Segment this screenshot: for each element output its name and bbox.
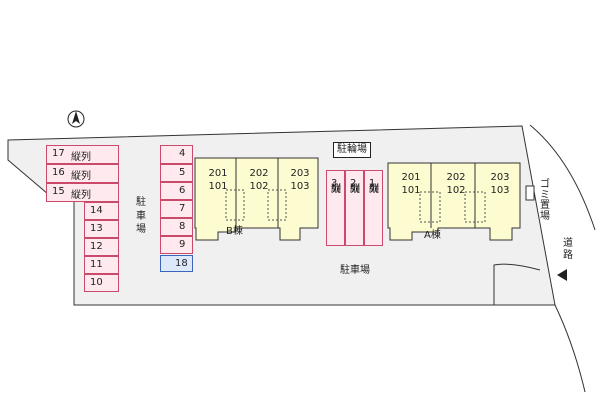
- label-char: ミ: [540, 189, 550, 201]
- parking-slot: 14: [84, 202, 119, 220]
- slot-number: 3: [331, 178, 338, 189]
- slot-number: 16: [52, 167, 65, 178]
- unit-number: 103: [290, 180, 310, 192]
- unit-number: 103: [490, 184, 510, 196]
- parking-side-label: 駐 車 場: [136, 196, 146, 237]
- label-char: 場: [136, 224, 146, 235]
- parking-slot: 13: [84, 220, 119, 238]
- label-char: 置: [540, 200, 550, 211]
- parking-slot: 4: [160, 145, 193, 164]
- garbage-label: ゴ ミ 置 場: [540, 179, 550, 222]
- road-arrow-icon: [557, 269, 567, 281]
- slot-tag: 列: [369, 184, 379, 195]
- slot-tag: 縦列: [71, 190, 91, 201]
- slot-tag: 縦: [369, 184, 379, 195]
- slot-tag: 縦: [350, 184, 360, 195]
- slot-number: 6: [179, 185, 186, 196]
- building-b: [194, 157, 319, 241]
- slot-number: 18: [175, 258, 188, 269]
- garbage-station: [525, 185, 535, 201]
- slot-number: 13: [90, 223, 103, 234]
- unit-number: 203: [290, 168, 310, 179]
- label-char: ゴ: [540, 179, 550, 190]
- unit-b-3: 203 103: [282, 168, 318, 193]
- slot-number: 11: [90, 259, 103, 270]
- slot-tag: 縦列: [71, 171, 91, 182]
- unit-number: 203: [490, 172, 510, 183]
- unit-a-3: 203 103: [481, 172, 519, 197]
- unit-number: 202: [249, 168, 269, 179]
- building-a: [387, 162, 521, 241]
- parking-slot: 5: [160, 164, 193, 182]
- slot-number: 8: [179, 221, 186, 232]
- slot-tag: 縦列: [71, 152, 91, 163]
- label-char: 道: [563, 238, 573, 249]
- unit-a-2: 202 102: [437, 172, 475, 197]
- parking-slot: 9: [160, 236, 193, 254]
- unit-number: 101: [208, 180, 228, 192]
- slot-number: 9: [179, 239, 186, 250]
- parking-slot: 6: [160, 182, 193, 200]
- unit-b-2: 202 102: [241, 168, 277, 193]
- slot-number: 4: [179, 148, 186, 159]
- parking-slot: 3 縦 列: [326, 170, 345, 246]
- parking-slot-highlighted: 18: [160, 255, 193, 272]
- parking-slot: 8: [160, 218, 193, 236]
- label-char: 駐: [136, 197, 146, 208]
- slot-number: 5: [179, 167, 186, 178]
- parking-slot: 15 縦列: [46, 183, 119, 202]
- unit-b-1: 201 101: [200, 168, 236, 193]
- road-edge: [554, 304, 586, 393]
- slot-number: 1: [369, 178, 376, 189]
- parking-slot: 1 縦 列: [364, 170, 383, 246]
- slot-tag: 列: [331, 184, 341, 195]
- slot-number: 14: [90, 205, 103, 216]
- label-char: 場: [540, 210, 550, 222]
- unit-number: 201: [401, 172, 421, 183]
- building-a-label: A棟: [424, 230, 441, 241]
- unit-number: 102: [446, 184, 466, 196]
- slot-number: 12: [90, 241, 103, 252]
- road-edge: [493, 263, 541, 305]
- slot-number: 2: [350, 178, 357, 189]
- unit-a-1: 201 101: [392, 172, 430, 197]
- building-b-label: B棟: [226, 226, 243, 237]
- slot-number: 15: [52, 186, 65, 197]
- road-edge: [529, 124, 596, 231]
- slot-number: 17: [52, 148, 65, 159]
- unit-number: 201: [208, 168, 228, 179]
- label-char: 路: [563, 250, 573, 261]
- bike-parking-label: 駐輪場: [333, 142, 371, 158]
- unit-number: 202: [446, 172, 466, 183]
- label-char: 車: [136, 210, 146, 222]
- parking-slot: 10: [84, 274, 119, 292]
- parking-slot: 2 縦 列: [345, 170, 364, 246]
- unit-number: 102: [249, 180, 269, 192]
- parking-slot: 12: [84, 238, 119, 256]
- parking-main-label: 駐車場: [340, 265, 370, 276]
- road-label: 道 路: [563, 238, 573, 262]
- slot-tag: 列: [350, 184, 360, 195]
- parking-slot: 16 縦列: [46, 164, 119, 183]
- unit-number: 101: [401, 184, 421, 196]
- slot-tag: 縦: [331, 184, 341, 195]
- slot-number: 7: [179, 203, 186, 214]
- parking-slot: 17 縦列: [46, 145, 119, 164]
- parking-slot: 11: [84, 256, 119, 274]
- parking-slot: 7: [160, 200, 193, 218]
- north-arrow-icon: [67, 110, 85, 128]
- slot-number: 10: [90, 277, 103, 288]
